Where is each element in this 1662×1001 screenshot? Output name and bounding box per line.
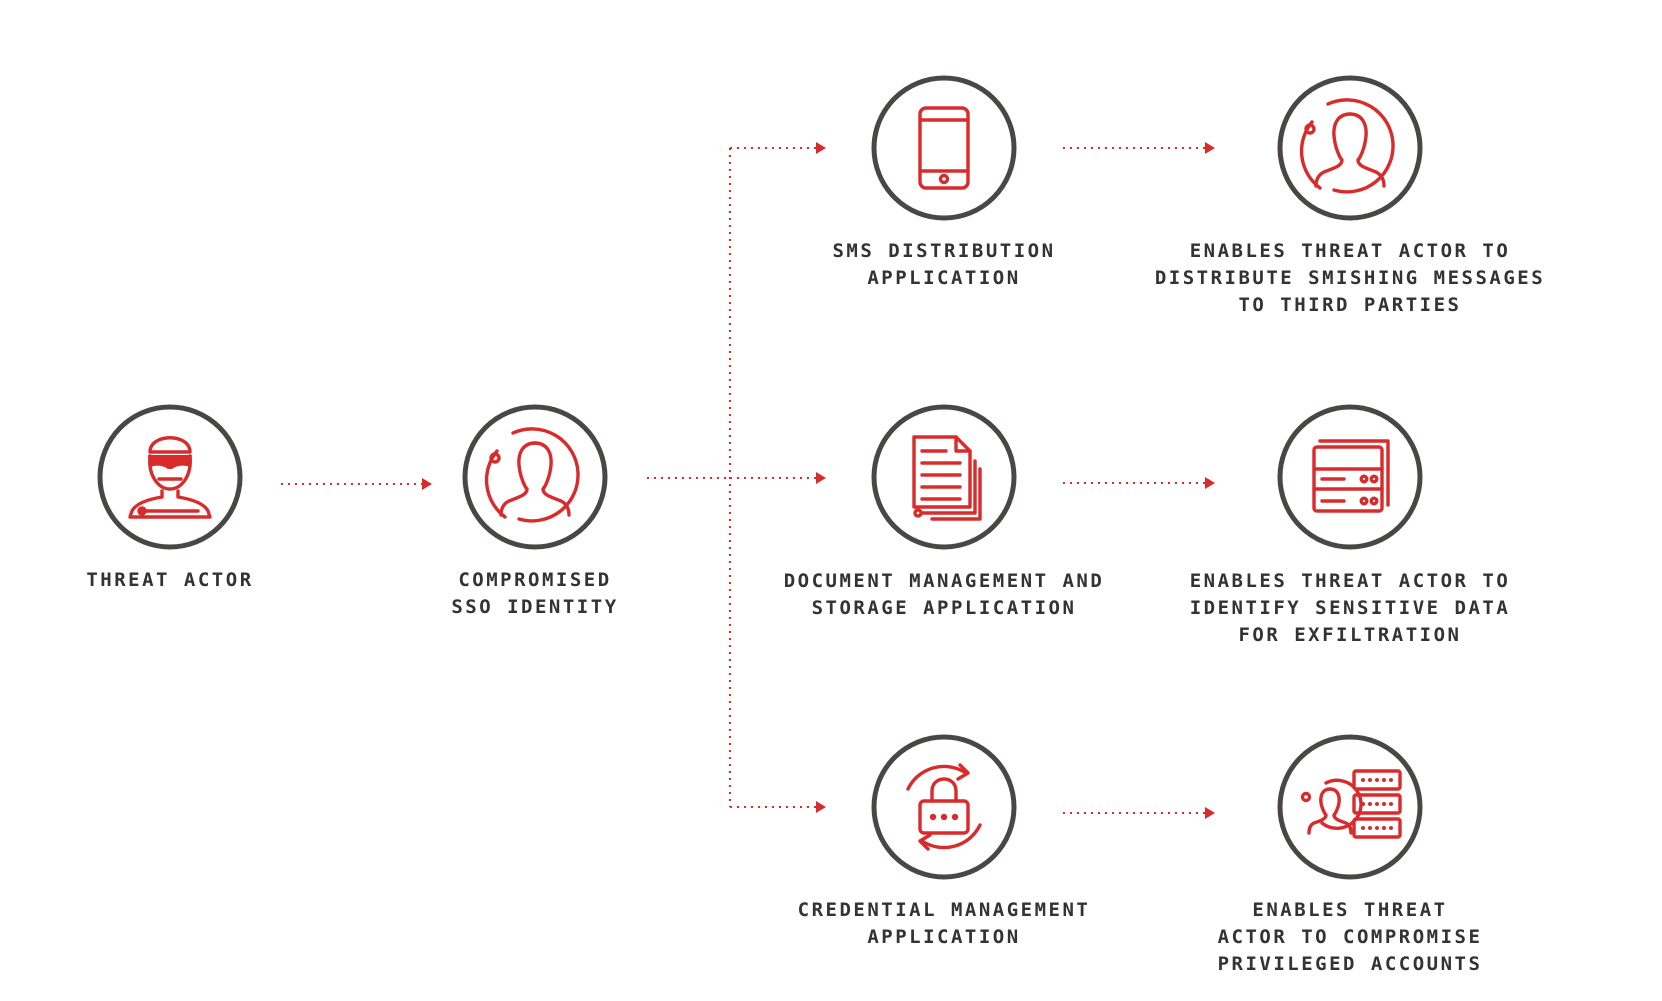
node-ring <box>871 404 1017 550</box>
node-sso <box>462 404 608 550</box>
label-cred-app: CREDENTIAL MANAGEMENT APPLICATION <box>797 899 1091 948</box>
burglar-icon <box>128 436 212 519</box>
node-ring <box>871 734 1017 880</box>
label-exfil: ENABLES THREAT ACTOR TO IDENTIFY SENSITI… <box>1189 570 1511 646</box>
arrow-head <box>816 142 826 154</box>
arrow-head <box>1205 807 1215 819</box>
server-browser-icon <box>1312 439 1390 513</box>
lock-cycle-icon <box>906 763 982 851</box>
smartphone-icon <box>918 106 970 190</box>
node-exfil <box>1277 404 1423 550</box>
label-sso: COMPROMISED SSO IDENTITY <box>451 569 619 618</box>
user-credentials-icon <box>1300 769 1402 839</box>
arrow-head <box>816 801 826 813</box>
arrow-head <box>816 472 826 484</box>
node-smishing <box>1277 75 1423 221</box>
documents-icon <box>912 435 982 521</box>
node-sms-app <box>871 75 1017 221</box>
node-privileged <box>1277 734 1423 880</box>
arrow-head <box>422 478 432 490</box>
label-smishing: ENABLES THREAT ACTOR TO DISTRIBUTE SMISH… <box>1154 240 1546 316</box>
label-privileged: ENABLES THREAT ACTOR TO COMPROMISE PRIVI… <box>1217 899 1483 975</box>
node-cred-app <box>871 734 1017 880</box>
node-doc-app <box>871 404 1017 550</box>
node-threat-actor <box>97 404 243 550</box>
node-ring <box>871 75 1017 221</box>
label-doc-app: DOCUMENT MANAGEMENT AND STORAGE APPLICAT… <box>783 570 1105 619</box>
node-ring <box>97 404 243 550</box>
label-threat-actor: THREAT ACTOR <box>86 569 254 591</box>
arrow-head <box>1205 477 1215 489</box>
flow-connectors <box>281 142 1215 819</box>
arrow-head <box>1205 142 1215 154</box>
label-sms-app: SMS DISTRIBUTION APPLICATION <box>832 240 1056 289</box>
node-ring <box>1277 404 1423 550</box>
